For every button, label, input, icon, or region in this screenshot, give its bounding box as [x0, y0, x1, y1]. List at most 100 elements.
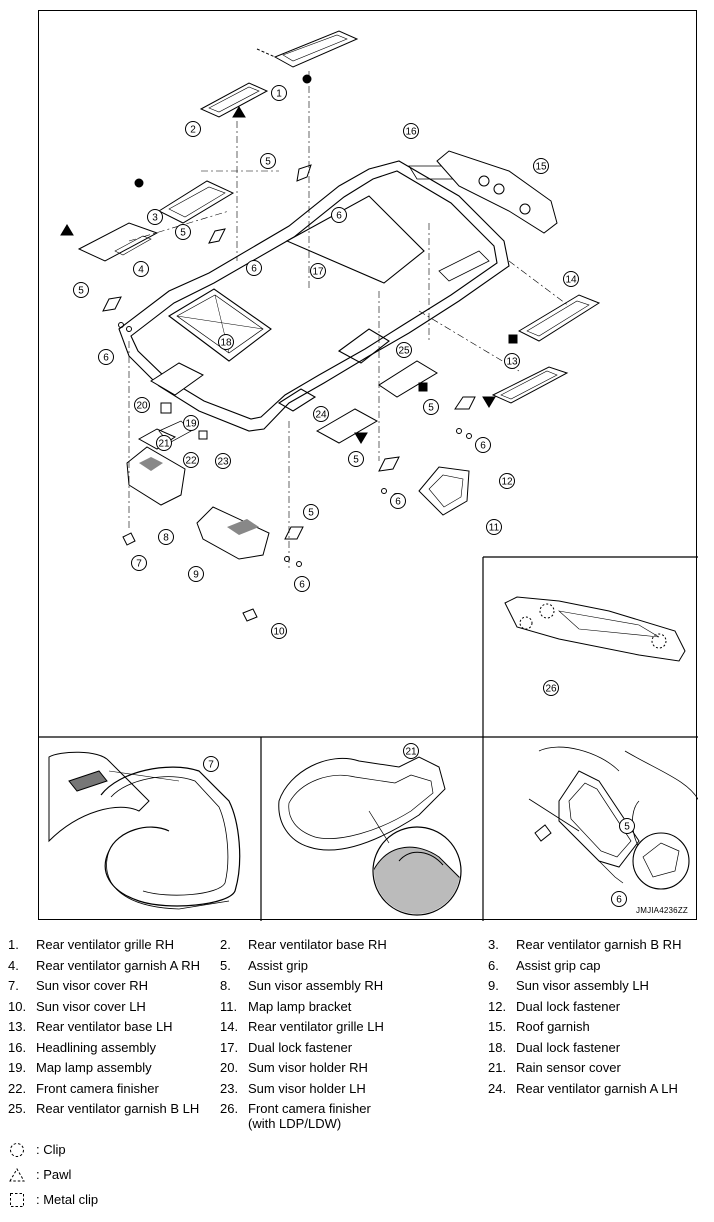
- legend-item-number: 11.: [220, 998, 238, 1014]
- callout-circle: [260, 153, 276, 169]
- callout-label: 10: [273, 627, 285, 638]
- legend-item-number: 10.: [8, 998, 27, 1014]
- legend-item-number: 21.: [488, 1060, 507, 1075]
- callout-circle: [175, 224, 191, 240]
- callout-circle: [486, 519, 502, 535]
- callout-circle: [331, 207, 347, 223]
- legend-item-number: 3.: [488, 937, 499, 952]
- detail-sun-visor-cover: [48, 751, 241, 910]
- legend-item-number: 22.: [8, 1080, 27, 1096]
- callout-circle: [185, 121, 201, 137]
- callout-5: 5: [423, 399, 439, 415]
- callout-label: 18: [220, 338, 232, 349]
- callout-23: 23: [215, 453, 231, 469]
- filled-square-marker: [418, 382, 428, 392]
- legend-item-number: 12.: [488, 998, 507, 1014]
- diagram-drawing: 1234567891011121314151617181920212223242…: [39, 30, 698, 921]
- callout-5: 5: [348, 451, 364, 467]
- legend-item-number: 20.: [220, 1060, 239, 1075]
- filled-down-triangle-marker: [482, 396, 496, 408]
- callout-circle: [246, 260, 262, 276]
- callout-circle: [543, 680, 559, 696]
- callout-label: 9: [193, 570, 199, 581]
- legend-item-name: Rain sensor cover: [516, 1060, 621, 1075]
- callout-label: 6: [480, 441, 486, 452]
- callout-label: 21: [405, 747, 417, 758]
- filled-triangle-marker: [232, 106, 246, 118]
- pawl-icon: [8, 1166, 28, 1184]
- callout-label: 5: [180, 228, 186, 239]
- legend-item-number: 4.: [8, 957, 19, 973]
- legend-item-name: Front camera finisher: [36, 1080, 159, 1096]
- position-markers: [60, 74, 518, 444]
- legend-item-number: 24.: [488, 1080, 507, 1096]
- callout-12: 12: [499, 473, 515, 489]
- callout-25: 25: [396, 342, 412, 358]
- callout-4: 4: [133, 261, 149, 277]
- callout-circle: [619, 818, 635, 834]
- callout-circle: [133, 261, 149, 277]
- callout-circle: [611, 891, 627, 907]
- callout-5: 5: [303, 504, 319, 520]
- callout-19: 19: [183, 415, 199, 431]
- callout-circle: [504, 353, 520, 369]
- filled-triangle-marker: [60, 224, 74, 236]
- metal-clip-icon: [8, 1191, 28, 1209]
- callout-label: 1: [276, 89, 282, 100]
- legend-item-name: Dual lock fastener: [516, 998, 621, 1014]
- callout-circle: [131, 555, 147, 571]
- callout-label: 22: [185, 456, 197, 467]
- legend-item-name: Roof garnish: [516, 1019, 590, 1034]
- legend-item-name: Sum visor holder RH: [248, 1060, 368, 1075]
- legend-item-name: Dual lock fastener: [248, 1039, 353, 1055]
- legend-item-number: 25.: [8, 1101, 27, 1116]
- symbol-legend-label: : Pawl: [36, 1167, 72, 1182]
- callout-label: 6: [616, 895, 622, 906]
- callout-15: 15: [533, 158, 549, 174]
- figure-code: JMJIA4236ZZ: [636, 906, 688, 915]
- callout-5: 5: [175, 224, 191, 240]
- callout-label: 6: [336, 211, 342, 222]
- assembly-leader-lines: [128, 71, 570, 571]
- callout-1: 1: [271, 85, 287, 101]
- callout-17: 17: [310, 263, 326, 279]
- legend-item-name: Sun visor cover RH: [36, 978, 148, 993]
- callout-circle: [158, 529, 174, 545]
- callout-circle: [183, 415, 199, 431]
- legend-item-number: 17.: [220, 1039, 239, 1055]
- filled-down-triangle-marker: [354, 432, 368, 444]
- callout-label: 5: [624, 822, 630, 833]
- legend-item-name: Headlining assembly: [36, 1039, 156, 1055]
- callout-circle: [390, 493, 406, 509]
- callout-26: 26: [543, 680, 559, 696]
- legend-item-name: Rear ventilator grille RH: [36, 937, 174, 952]
- callout-label: 25: [398, 346, 410, 357]
- callout-label: 5: [265, 157, 271, 168]
- headlining-assembly-drawing: [118, 160, 510, 432]
- callout-14: 14: [563, 271, 579, 287]
- legend-item-number: 7.: [8, 978, 19, 993]
- callout-label: 6: [299, 580, 305, 591]
- callout-6: 6: [390, 493, 406, 509]
- legend-item-number: 5.: [220, 957, 231, 973]
- callout-label: 11: [489, 523, 500, 534]
- callout-3: 3: [147, 209, 163, 225]
- callout-label: 21: [158, 439, 170, 450]
- legend-item-name: Rear ventilator base LH: [36, 1019, 173, 1034]
- callout-10: 10: [271, 623, 287, 639]
- callout-label: 5: [353, 455, 359, 466]
- callout-2: 2: [185, 121, 201, 137]
- callout-label: 6: [251, 264, 257, 275]
- callout-6: 6: [475, 437, 491, 453]
- callout-7: 7: [131, 555, 147, 571]
- legend-item-name: Map lamp assembly: [36, 1060, 152, 1075]
- rear-ventilator-rh-parts: [77, 30, 359, 262]
- callout-circle: [313, 406, 329, 422]
- legend-item-name: Sum visor holder LH: [248, 1080, 366, 1096]
- callout-label: 13: [506, 357, 518, 368]
- legend-item-name: Dual lock fastener: [516, 1039, 621, 1055]
- legend-item-number: 14.: [220, 1019, 239, 1034]
- clip-icon: [8, 1141, 28, 1159]
